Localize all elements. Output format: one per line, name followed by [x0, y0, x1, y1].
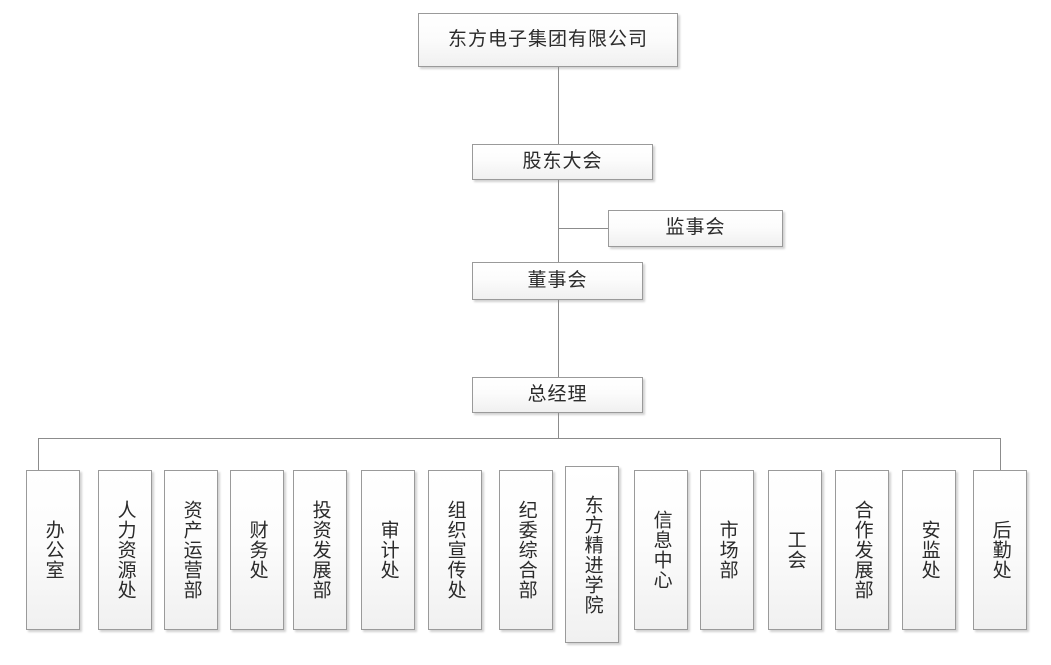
department-label: 信息中心: [650, 510, 672, 590]
department-label: 安监处: [918, 520, 940, 580]
node-general-manager[interactable]: 总经理: [472, 377, 643, 413]
department-label: 财务处: [246, 520, 268, 580]
department-box-9[interactable]: 东方精进学院: [565, 466, 619, 643]
connector-department-bus: [38, 438, 1001, 439]
department-label: 办公室: [42, 520, 64, 580]
node-label: 股东大会: [522, 150, 603, 172]
department-label: 东方精进学院: [581, 494, 603, 615]
department-label: 投资发展部: [309, 500, 331, 600]
department-box-10[interactable]: 信息中心: [634, 470, 688, 630]
department-box-3[interactable]: 资产运营部: [164, 470, 218, 630]
department-label: 纪委综合部: [515, 500, 537, 600]
department-label: 资产运营部: [180, 500, 202, 600]
department-box-8[interactable]: 纪委综合部: [499, 470, 553, 630]
department-box-4[interactable]: 财务处: [230, 470, 284, 630]
department-box-12[interactable]: 工会: [768, 470, 822, 630]
department-box-5[interactable]: 投资发展部: [293, 470, 347, 630]
department-label: 人力资源处: [114, 500, 136, 600]
connector-bus-drop-left: [38, 438, 39, 470]
department-box-1[interactable]: 办公室: [26, 470, 80, 630]
connector-bus-drop-right: [1000, 438, 1001, 470]
node-board-of-directors[interactable]: 董事会: [472, 262, 643, 300]
department-box-7[interactable]: 组织宣传处: [428, 470, 482, 630]
node-label: 董事会: [527, 269, 588, 291]
department-label: 合作发展部: [851, 500, 873, 600]
department-box-15[interactable]: 后勤处: [973, 470, 1027, 630]
department-box-6[interactable]: 审计处: [361, 470, 415, 630]
department-label: 组织宣传处: [444, 500, 466, 600]
connector-manager-to-bus: [558, 413, 559, 438]
node-shareholders-meeting[interactable]: 股东大会: [472, 144, 653, 180]
node-label: 东方电子集团有限公司: [447, 28, 648, 50]
department-label: 工会: [784, 530, 806, 570]
department-label: 市场部: [716, 520, 738, 580]
node-board-of-supervisors[interactable]: 监事会: [608, 210, 783, 247]
department-box-2[interactable]: 人力资源处: [98, 470, 152, 630]
department-box-14[interactable]: 安监处: [902, 470, 956, 630]
node-label: 总经理: [527, 383, 588, 405]
department-box-11[interactable]: 市场部: [700, 470, 754, 630]
department-label: 后勤处: [989, 520, 1011, 580]
connector-branch-to-supervisors: [558, 228, 609, 229]
node-label: 监事会: [665, 217, 726, 239]
department-label: 审计处: [377, 520, 399, 580]
node-company-root[interactable]: 东方电子集团有限公司: [418, 13, 678, 67]
connector-shareholders-to-directors: [558, 180, 559, 262]
connector-root-to-shareholders: [558, 67, 559, 144]
connector-directors-to-manager: [558, 300, 559, 377]
department-box-13[interactable]: 合作发展部: [835, 470, 889, 630]
